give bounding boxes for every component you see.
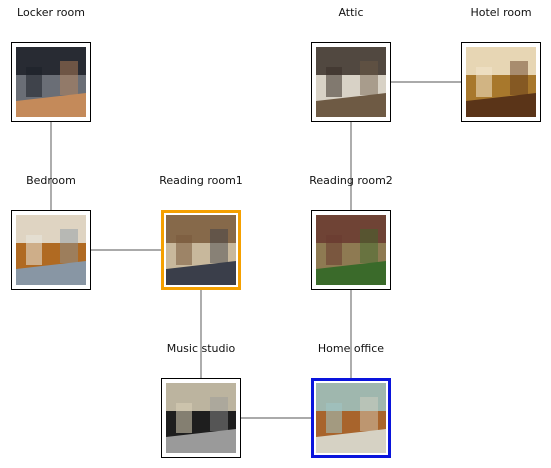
room-photo-attic [316,47,386,117]
room-photo-reading1 [166,215,236,285]
room-photo-bedroom [16,215,86,285]
room-label-reading2: Reading room2 [309,174,393,187]
room-label-music: Music studio [166,342,236,355]
room-photo-locker [16,47,86,117]
room-label-bedroom: Bedroom [26,174,76,187]
room-photo-home [316,383,386,453]
room-photo-music [166,383,236,453]
room-label-home: Home office [317,342,385,355]
room-label-attic: Attic [338,6,364,19]
room-photo-hotel [466,47,536,117]
room-label-locker: Locker room [17,6,85,19]
room-label-reading1: Reading room1 [159,174,243,187]
room-label-hotel: Hotel room [470,6,532,19]
room-photo-reading2 [316,215,386,285]
